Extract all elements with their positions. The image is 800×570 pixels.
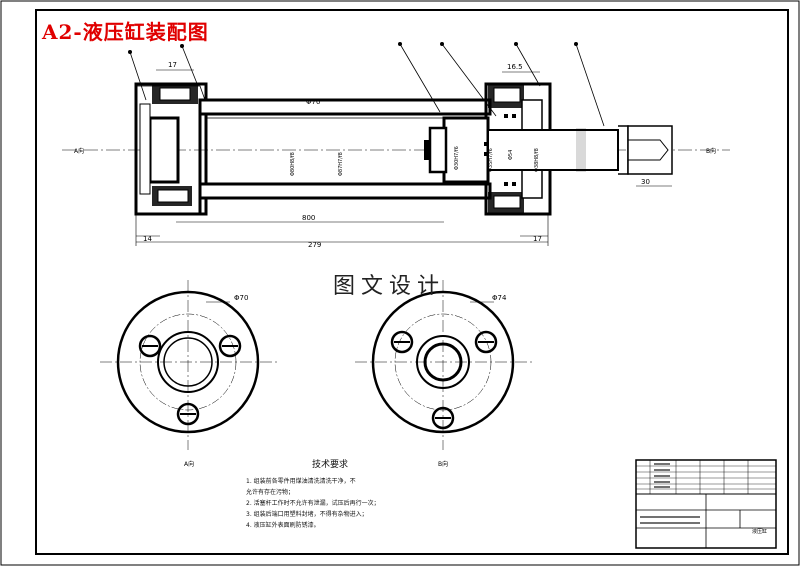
a-view <box>100 280 280 450</box>
a-view-flange <box>116 290 260 434</box>
tech-item: 2. 活塞杆工作时不允许有泄漏，试压后再行一次； <box>246 500 380 507</box>
title-block-name: 液压缸 <box>752 528 767 535</box>
dia-70: Φ70 <box>306 98 320 106</box>
dim-17-right: 17 <box>533 235 542 243</box>
title-block-fill <box>640 463 700 524</box>
b-view-label: B向 <box>438 460 448 468</box>
piston <box>442 116 490 184</box>
barrel-bottom-wall <box>198 182 492 200</box>
dim-phi30: Φ30H7/f6 <box>454 146 460 170</box>
dia-74-b: Φ74 <box>492 294 507 302</box>
dim-phi54: Φ54 <box>508 150 514 160</box>
tech-item: 4. 液压缸外表面刷防锈漆。 <box>246 522 320 529</box>
tech-requirements-heading: 技术要求 <box>312 460 349 470</box>
piston-rod <box>487 129 619 171</box>
dim-17-left: 17 <box>168 61 177 69</box>
tech-item: 3. 组装后端口用塑料封堵，不得有杂物进入； <box>246 511 368 518</box>
watermark-text: 图文设计 <box>333 274 446 299</box>
section-b-label: B向 <box>706 147 716 155</box>
tech-item: 1. 组装前各零件用煤油清洗清洗干净，不 <box>246 478 356 485</box>
tech-item: 允许有存在污物； <box>246 489 295 496</box>
section-a-label: A向 <box>74 147 84 155</box>
barrel-top-wall <box>198 98 492 116</box>
dim-phi35: Φ35H7/f6 <box>488 148 494 172</box>
b-view-flange <box>371 290 515 434</box>
b-view <box>355 280 535 450</box>
a-view-bolts <box>138 334 242 426</box>
a-view-label: A向 <box>184 460 194 468</box>
dim-800: 800 <box>302 214 315 222</box>
inner-frame <box>35 9 789 555</box>
dim-16-5: 16.5 <box>507 63 523 71</box>
assembly-section-view <box>62 42 730 246</box>
dim-279: 279 <box>308 241 321 249</box>
dim-phi87: Φ87H7/f8 <box>338 152 344 176</box>
tech-requirements-list: 1. 组装前各零件用煤油清洗清洗干净，不 允许有存在污物； 2. 活塞杆工作时不… <box>246 476 476 531</box>
drawing-title: A2-液压缸装配图 <box>42 20 209 44</box>
dim-30: 30 <box>641 178 650 186</box>
title-block <box>635 459 777 549</box>
b-view-bolts <box>390 330 498 430</box>
dia-70-a: Φ70 <box>234 294 248 302</box>
dim-phi80: Φ80H8/f8 <box>290 152 296 176</box>
dim-phi38: Φ38H8/f8 <box>534 148 540 172</box>
dim-14: 14 <box>143 235 152 243</box>
